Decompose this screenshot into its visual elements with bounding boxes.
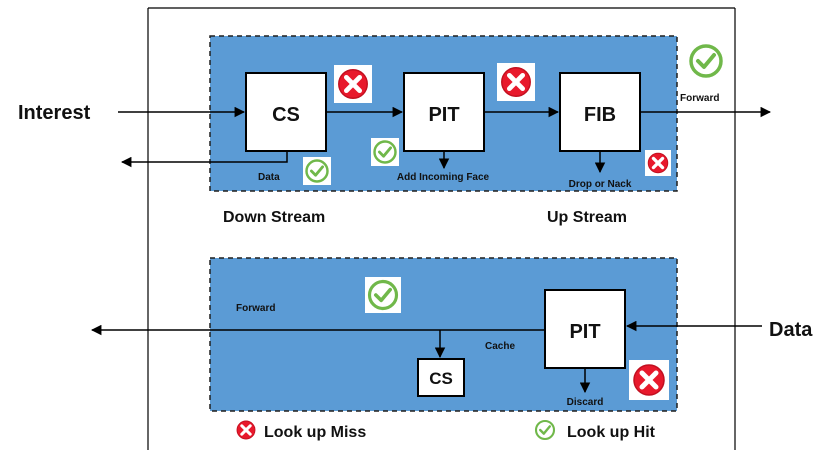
x-circle-icon: [334, 65, 372, 103]
pit-box-label: PIT: [428, 104, 459, 126]
check-circle-icon: [302, 157, 332, 185]
upstream-label: Up Stream: [547, 209, 627, 226]
x-circle-icon: [629, 360, 669, 400]
add-incoming-face-label: Add Incoming Face: [397, 172, 490, 183]
cs-data-return-arrow: [120, 151, 288, 168]
downstream-label: Down Stream: [223, 209, 325, 226]
legend-hit-label: Look up Hit: [567, 424, 656, 441]
pit-box-data-label: PIT: [569, 321, 600, 343]
check-circle-icon: [369, 138, 401, 166]
interest-input-label: Interest: [18, 102, 91, 124]
pit-box-data: [544, 289, 626, 369]
interest-forward-label: Forward: [680, 93, 719, 104]
discard-label: Discard: [567, 397, 604, 408]
check-circle-icon: [365, 277, 401, 313]
x-circle-icon: [234, 418, 258, 442]
fib-box-label: FIB: [584, 104, 616, 126]
legend-miss-label: Look up Miss: [264, 424, 366, 441]
x-circle-icon: [497, 63, 535, 101]
cs-box-data: [417, 358, 465, 397]
x-circle-icon: [645, 150, 671, 176]
cs-box-data-label: CS: [429, 369, 453, 388]
cache-label: Cache: [485, 341, 515, 352]
drop-or-nack-label: Drop or Nack: [569, 179, 632, 190]
cs-data-label: Data: [258, 172, 280, 183]
check-circle-icon: [686, 41, 726, 81]
cs-box-label: CS: [272, 104, 300, 126]
data-input-label: Data: [769, 319, 813, 341]
data-forward-label: Forward: [236, 303, 275, 314]
check-circle-icon: [531, 418, 559, 442]
